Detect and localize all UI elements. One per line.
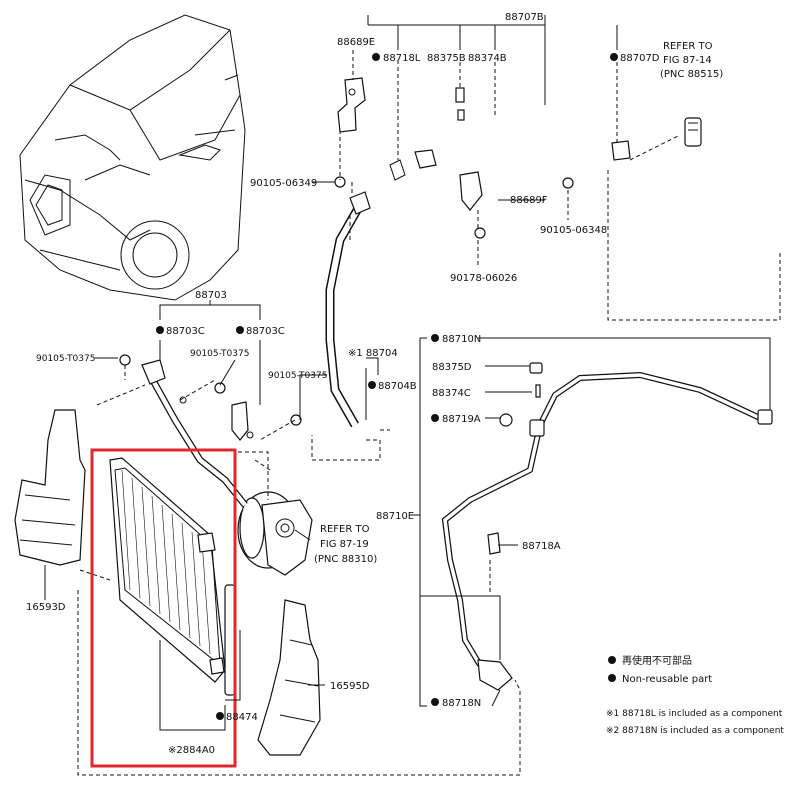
label-88689E: 88689E (337, 37, 375, 48)
refer-top-line2: FIG 87-14 (663, 55, 712, 66)
refer-top-line1: REFER TO (663, 41, 713, 52)
label-88703C-b: 88703C (246, 326, 285, 337)
refer-mid-line3: (PNC 88310) (314, 554, 377, 565)
label-88718L: 88718L (383, 53, 421, 64)
refer-mid-line1: REFER TO (320, 524, 370, 535)
refer-mid-line2: FIG 87-19 (320, 539, 369, 550)
compressor (237, 491, 313, 576)
refer-top-line3: (PNC 88515) (660, 69, 723, 80)
legend-note1: ※1 88718L is included as a component (606, 709, 783, 719)
label-88718A: 88718A (522, 541, 561, 552)
label-88704B: 88704B (378, 381, 417, 392)
label-16595D: 16595D (330, 681, 370, 692)
highlight-box (90, 448, 237, 768)
panel-16593D (14, 409, 86, 566)
label-90105-T0375-a: 90105-T0375 (36, 354, 95, 364)
label-90105-06349: 90105-06349 (250, 178, 317, 189)
legend-note2: ※2 88718N is included as a component (606, 726, 784, 736)
label-88710N: 88710N (442, 334, 481, 345)
label-88375B: 88375B (427, 53, 466, 64)
label-88719A: 88719A (442, 414, 481, 425)
legend-line2: Non-reusable part (622, 674, 712, 685)
label-88707B: 88707B (505, 12, 544, 23)
bracket-88689E (337, 77, 366, 133)
label-90105-06348: 90105-06348 (540, 225, 607, 236)
label-90105-T0375-b: 90105-T0375 (190, 349, 249, 359)
pipe-88707B (414, 117, 702, 169)
label-88374B: 88374B (468, 53, 507, 64)
label-16593D: 16593D (26, 602, 66, 613)
vehicle-sketch (19, 14, 246, 301)
label-88718N: 88718N (442, 698, 481, 709)
panel-16595D (257, 599, 321, 756)
pipe-88710E (441, 362, 773, 691)
condenser-fins (121, 469, 211, 655)
fittings-top (334, 87, 574, 239)
label-90178-06026: 90178-06026 (450, 273, 517, 284)
label-88375D: 88375D (432, 362, 472, 373)
condenser-884A0 (109, 457, 236, 696)
label-88704: ※1 88704 (348, 348, 398, 359)
legend: 再使用不可部品 Non-reusable part ※1 88718L is i… (606, 654, 784, 736)
hose-88704 (325, 191, 371, 428)
label-88703C-a: 88703C (166, 326, 205, 337)
label-88703: 88703 (195, 290, 227, 301)
labels: 88707B 88689E 88718L 88375B 88374B 88707… (26, 12, 723, 756)
legend-line1: 再使用不可部品 (622, 654, 692, 667)
leader-lines (44, 15, 781, 776)
label-90105-T0375-c: 90105-T0375 (268, 371, 327, 381)
label-884A0: ※2884A0 (168, 745, 215, 756)
label-88374C: 88374C (432, 388, 471, 399)
label-88474: 88474 (226, 712, 258, 723)
label-88710E: 88710E (376, 511, 414, 522)
label-88689F: 88689F (510, 195, 548, 206)
label-88707D: 88707D (620, 53, 660, 64)
